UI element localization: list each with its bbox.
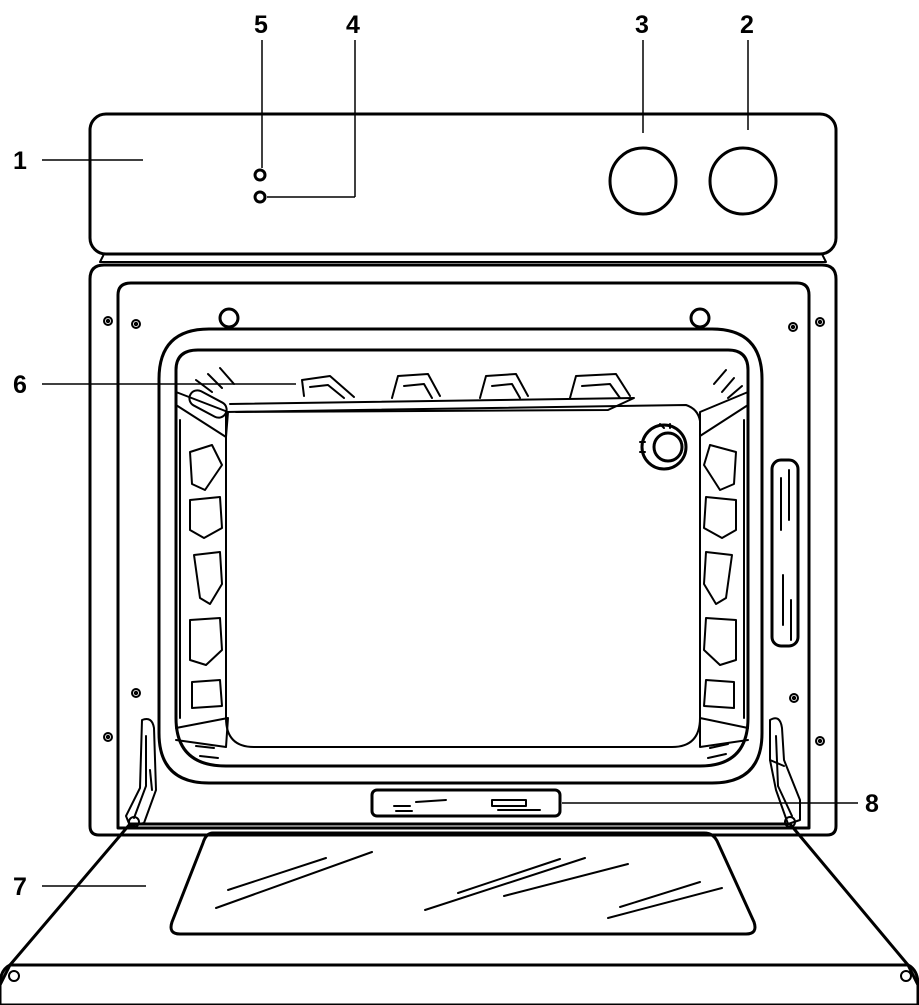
callout-7: 7 [13, 873, 27, 901]
callout-1: 1 [13, 147, 27, 175]
rating-plate [370, 788, 562, 818]
callout-8: 8 [865, 790, 879, 818]
leader-lines [42, 40, 858, 887]
top-heating-element [188, 373, 635, 419]
callout-2: 2 [740, 11, 754, 39]
callout-3: 3 [635, 11, 649, 39]
indicator-light-4 [253, 190, 267, 204]
oven-lamp [639, 423, 688, 471]
oven-door [0, 822, 919, 1005]
callout-5: 5 [254, 11, 268, 39]
callout-4: 4 [346, 11, 360, 39]
left-hinge [125, 718, 157, 828]
oven-cavity [157, 327, 764, 785]
callouts: 1 2 3 4 5 6 7 8 [13, 11, 879, 901]
right-hinge [769, 717, 801, 828]
control-panel [88, 112, 838, 263]
control-knob-3[interactable] [608, 146, 678, 216]
indicator-light-5 [253, 168, 267, 182]
oven-body [88, 263, 838, 837]
callout-6: 6 [13, 371, 27, 399]
control-knob-2[interactable] [708, 146, 778, 216]
